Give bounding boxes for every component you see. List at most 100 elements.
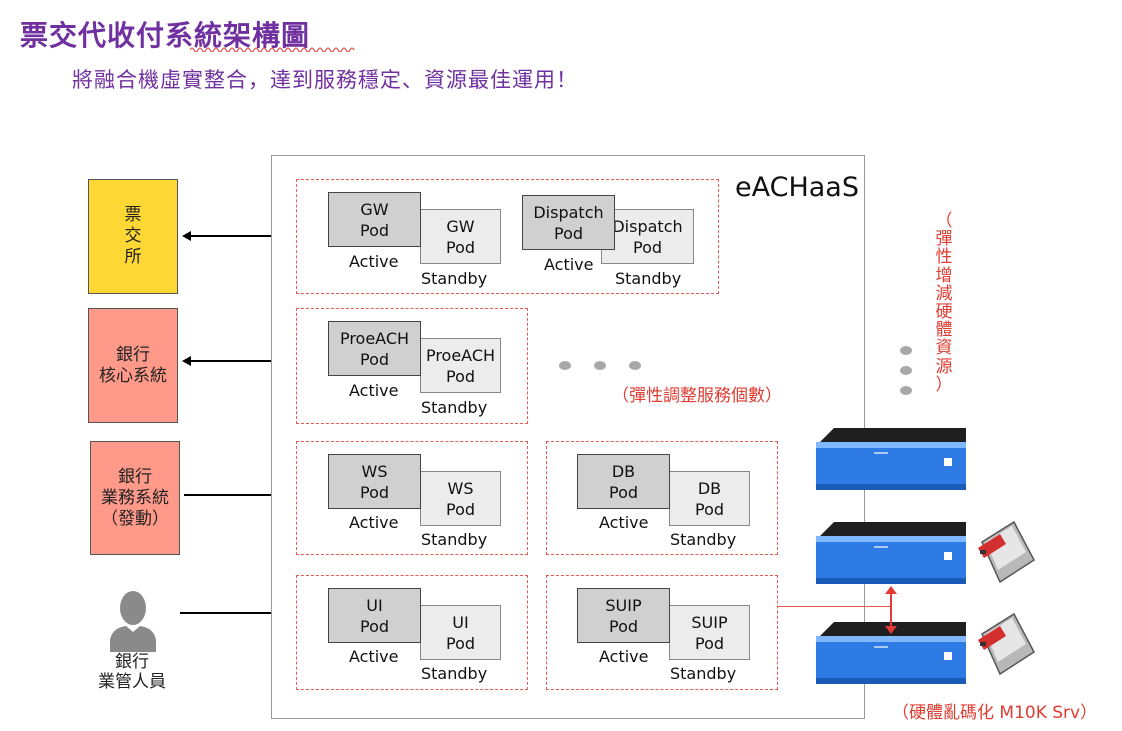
ellipsis-dot: [559, 361, 571, 370]
db-standby-label: Standby: [670, 530, 737, 549]
note-char: 增: [935, 265, 953, 286]
note-char: （: [935, 211, 953, 231]
double-arrow-icon: [885, 586, 897, 634]
db-standby-pod: DB Pod: [669, 471, 750, 526]
platform-name: eACHaaS: [735, 172, 859, 203]
ui-active-label: Active: [349, 647, 399, 666]
pod-type: Pod: [359, 616, 390, 636]
exchange-box: 票 交 所: [88, 179, 178, 294]
bank-core-label-line-1: 銀行: [116, 344, 150, 365]
note-char: ）: [935, 374, 953, 395]
pod-type: Pod: [359, 349, 390, 369]
proeach-active-pod: ProeACH Pod: [328, 321, 421, 376]
bank-core-box: 銀行 核心系統: [88, 308, 178, 423]
gw-standby-pod: GW Pod: [420, 209, 501, 264]
note-char: 體: [935, 320, 953, 341]
ellipsis-dot: [900, 346, 912, 355]
note-char: 性: [935, 247, 953, 268]
bank-business-label-line-1: 銀行: [118, 466, 152, 487]
suip-active-pod: SUIP Pod: [577, 588, 670, 643]
proeach-active-label: Active: [349, 381, 399, 400]
ui-standby-label: Standby: [421, 664, 488, 683]
arrow-to-bank-core: [182, 356, 292, 366]
pod-type: Pod: [445, 366, 476, 386]
proeach-standby-pod: ProeACH Pod: [420, 338, 501, 393]
ui-standby-pod: UI Pod: [420, 605, 501, 660]
bank-staff-label-line-1: 銀行: [115, 652, 149, 672]
pod-type: Pod: [694, 633, 725, 653]
page-subtitle: 將融合機虛實整合，達到服務穩定、資源最佳運用！: [72, 68, 578, 92]
dispatch-active-label: Active: [544, 255, 594, 274]
proeach-group: ProeACH Pod ProeACH Pod Active Standby: [296, 308, 528, 424]
exchange-label-line-2: 交: [124, 226, 142, 246]
hsm-note: （硬體亂碼化 M10K Srv）: [892, 703, 1098, 723]
suip-standby-pod: SUIP Pod: [669, 605, 750, 660]
dispatch-standby-label: Standby: [615, 269, 682, 288]
pod-name: DB: [611, 461, 636, 481]
note-char: 硬: [935, 302, 953, 323]
exchange-label-line-1: 票: [124, 205, 142, 225]
db-active-pod: DB Pod: [577, 454, 670, 509]
pod-type: Pod: [359, 482, 390, 502]
pod-type: Pod: [445, 499, 476, 519]
suip-standby-label: Standby: [670, 664, 737, 683]
pod-type: Pod: [553, 223, 584, 243]
server-icon: [816, 622, 966, 684]
scale-services-note: （彈性調整服務個數）: [612, 386, 782, 406]
pod-type: Pod: [359, 220, 390, 240]
pod-name: DB: [697, 478, 722, 498]
server-icon: [816, 522, 966, 584]
bank-business-label-line-2: 業務系統: [101, 487, 169, 508]
gw-active-label: Active: [349, 252, 399, 271]
dispatch-active-pod: Dispatch Pod: [522, 195, 615, 250]
pod-name: ProeACH: [425, 345, 496, 365]
hsm-card-icon: [978, 612, 1035, 676]
server-icon: [816, 428, 966, 490]
person-icon: [110, 591, 156, 652]
ws-active-label: Active: [349, 513, 399, 532]
bank-business-box: 銀行 業務系統 （發動）: [90, 441, 180, 555]
spellcheck-underline: [190, 47, 355, 52]
bank-core-label-line-2: 核心系統: [99, 365, 167, 386]
ellipsis-dot: [900, 386, 912, 395]
bank-business-label-line-3: （發動）: [101, 508, 169, 529]
pod-name: WS: [447, 478, 474, 498]
pod-type: Pod: [694, 499, 725, 519]
db-active-label: Active: [599, 513, 649, 532]
page-title: 票交代收付系統架構圖: [20, 19, 311, 52]
pod-type: Pod: [445, 633, 476, 653]
dispatch-standby-pod: Dispatch Pod: [601, 209, 694, 264]
scale-hardware-note: （ 彈 性 增 減 硬 體 資 源 ）: [933, 212, 955, 394]
ellipsis-dot: [594, 361, 606, 370]
gw-standby-label: Standby: [421, 269, 488, 288]
gw-active-pod: GW Pod: [328, 192, 421, 247]
proeach-standby-label: Standby: [421, 398, 488, 417]
bank-staff-label: 銀行 業管人員: [82, 652, 182, 692]
pod-type: Pod: [608, 616, 639, 636]
ws-standby-pod: WS Pod: [420, 471, 501, 526]
suip-group: SUIP Pod SUIP Pod Active Standby: [546, 575, 778, 690]
note-char: 減: [935, 283, 953, 304]
db-group: DB Pod DB Pod Active Standby: [546, 441, 778, 555]
bank-staff-label-line-2: 業管人員: [98, 672, 166, 692]
pod-name: ProeACH: [339, 328, 410, 348]
hsm-card-icon: [978, 520, 1035, 584]
suip-active-label: Active: [599, 647, 649, 666]
pod-type: Pod: [445, 237, 476, 257]
ws-standby-label: Standby: [421, 530, 488, 549]
note-char: 彈: [935, 229, 953, 250]
pod-name: UI: [452, 612, 469, 632]
pod-name: SUIP: [605, 595, 642, 615]
pod-name: UI: [366, 595, 383, 615]
pod-name: WS: [361, 461, 388, 481]
pod-name: SUIP: [691, 612, 728, 632]
pod-type: Pod: [632, 237, 663, 257]
ui-active-pod: UI Pod: [328, 588, 421, 643]
pod-name: Dispatch: [533, 202, 604, 222]
ws-active-pod: WS Pod: [328, 454, 421, 509]
ellipsis-dot: [629, 361, 641, 370]
arrow-to-exchange: [182, 231, 292, 241]
ws-group: WS Pod WS Pod Active Standby: [296, 441, 528, 555]
note-char: 資: [935, 338, 953, 359]
ellipsis-dot: [900, 366, 912, 375]
